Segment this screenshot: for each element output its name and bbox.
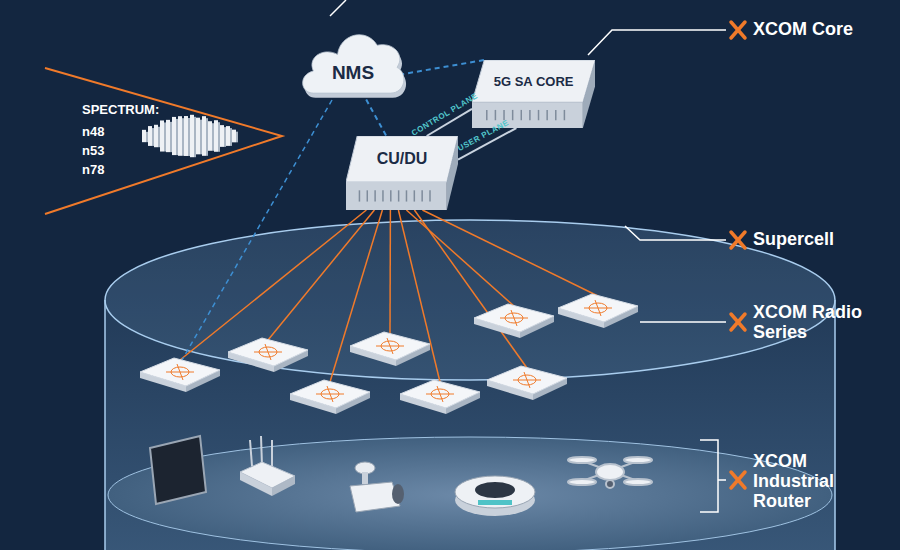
radio-feed <box>389 210 391 334</box>
wave-bar <box>172 117 176 155</box>
dome-side <box>834 300 836 550</box>
wave-bar-side <box>158 127 160 147</box>
spectrum-wave <box>142 115 238 157</box>
node-label: CU/DU <box>377 150 428 168</box>
connector <box>399 60 484 75</box>
tablet-device <box>150 436 206 504</box>
wave-bar-side <box>188 118 190 156</box>
wave-bar <box>232 130 236 143</box>
wave-bar <box>190 115 194 157</box>
cloud-node: NMS <box>298 14 408 106</box>
radio-unit <box>400 380 480 414</box>
spectrum-heading: SPECTRUM: <box>82 103 159 118</box>
node-label: 5G SA CORE <box>494 74 574 89</box>
wave-bar <box>178 116 182 156</box>
wave-bar-side <box>206 118 208 156</box>
wave-bar-side <box>146 132 148 142</box>
wave-bar <box>142 130 146 142</box>
server-box: 5G SA CORE <box>472 60 595 128</box>
dome-side <box>104 300 106 550</box>
supercell-dome <box>105 220 835 550</box>
wave-bar <box>154 125 158 147</box>
cloud-shape <box>298 14 408 106</box>
bracket <box>700 440 726 512</box>
wave-bar-side <box>236 132 238 143</box>
radio-unit <box>228 338 308 372</box>
wave-bar <box>214 120 218 152</box>
band-label: n48 <box>82 125 104 140</box>
wave-bar-side <box>152 128 154 146</box>
radio-feed <box>422 210 598 296</box>
x-icon <box>731 22 745 488</box>
band-label: n78 <box>82 163 104 178</box>
wave-bar-side <box>200 120 202 155</box>
node-label: NMS <box>332 62 374 84</box>
wave-bar-side <box>224 127 226 147</box>
radio-feed <box>180 210 366 360</box>
wave-bar <box>196 118 200 155</box>
camera-device <box>350 462 404 512</box>
wave-bar <box>160 120 164 151</box>
leader-line <box>588 30 726 55</box>
wave-bar <box>202 116 206 156</box>
radio-units <box>140 100 638 414</box>
dome-top <box>105 220 835 380</box>
drone-device <box>568 457 652 488</box>
leader-line <box>625 226 726 240</box>
wave-bar-side <box>176 119 178 155</box>
radio-unit <box>290 380 370 414</box>
server-box: CU/DU <box>346 136 458 210</box>
floor <box>108 437 832 550</box>
nms-link <box>182 100 332 360</box>
robot-device <box>455 476 535 516</box>
server-shape <box>346 136 458 210</box>
callout-label: XCOM Radio Series <box>753 303 871 343</box>
radio-unit <box>487 366 567 400</box>
radio-feed <box>268 210 374 340</box>
spectrum-chevron <box>45 68 282 214</box>
callout-label: Supercell <box>753 229 893 250</box>
wave-bar-side <box>230 128 232 146</box>
server-shape <box>472 60 595 128</box>
wave-bar <box>226 126 230 146</box>
wave-bar-side <box>194 117 196 157</box>
radio-unit <box>350 332 430 366</box>
wave-bar <box>166 120 170 152</box>
router-device <box>240 436 295 496</box>
radio-feed <box>406 210 514 306</box>
wave-bar-side <box>218 122 220 152</box>
wave-bar <box>208 121 212 151</box>
wave-bar-side <box>182 118 184 156</box>
wave-bar <box>184 116 188 156</box>
wave-bar <box>220 125 224 147</box>
wave-bar-side <box>164 122 166 151</box>
wave-bar-side <box>212 123 214 151</box>
leader-line <box>330 0 346 16</box>
radio-unit <box>558 294 638 328</box>
radio-unit <box>140 358 220 392</box>
leader-line <box>640 321 726 323</box>
band-label: n53 <box>82 144 104 159</box>
radio-unit <box>474 304 554 338</box>
wave-bar-side <box>170 122 172 152</box>
wave-bar <box>148 126 152 146</box>
connector <box>366 100 386 136</box>
callout-label: XCOM Industrial Router <box>753 452 853 511</box>
edge-label: CONTROL PLANE <box>410 92 479 138</box>
callout-label: XCOM Core <box>753 19 893 40</box>
